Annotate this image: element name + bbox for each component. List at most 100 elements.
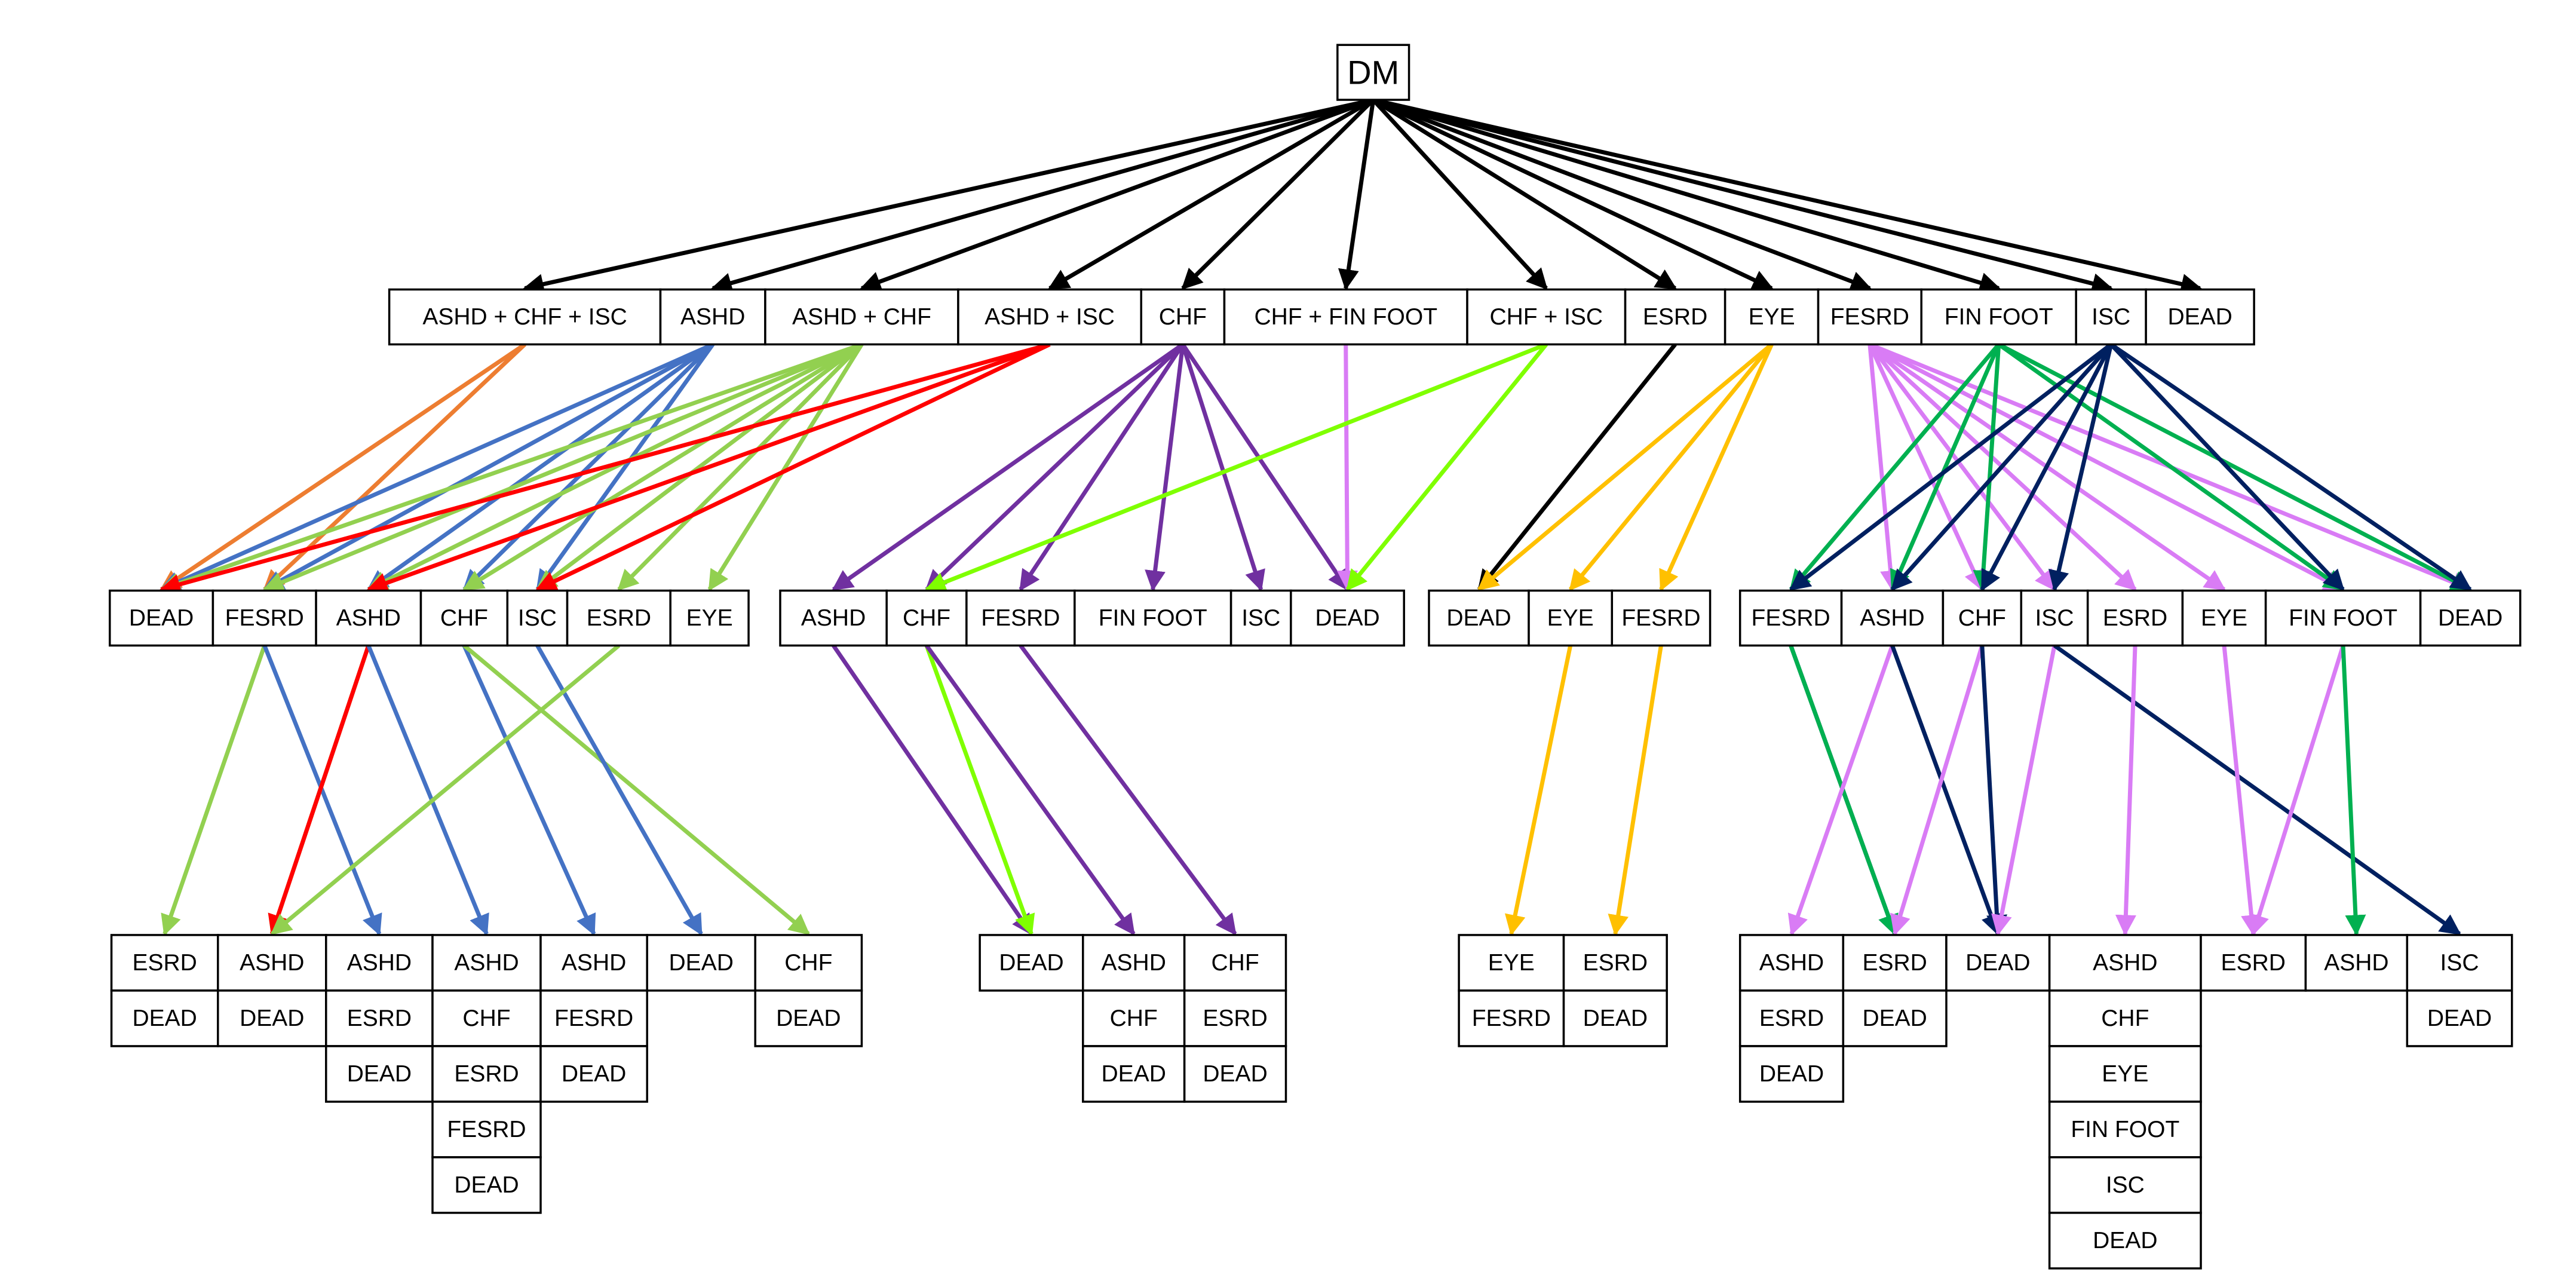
node-label: DEAD — [1446, 605, 1511, 631]
node-l3-col12-esrd: ESRD — [1738, 989, 1845, 1047]
node-l3-col8-chf: CHF — [1082, 989, 1186, 1047]
edge-arrow — [2341, 645, 2366, 936]
node-l2-group1-ashd: ASHD — [315, 589, 422, 647]
node-l3-col15-dead: DEAD — [2048, 1212, 2202, 1270]
edge-arrow — [462, 643, 810, 936]
edge-arrow — [2115, 645, 2138, 936]
edge-arrow — [1890, 343, 2113, 591]
edge-arrow — [860, 97, 1374, 292]
edge-arrow — [1998, 342, 2473, 591]
edge-arrow — [1867, 343, 1985, 591]
node-label: FESRD — [1621, 605, 1700, 631]
node-label: FESRD — [1830, 304, 1909, 330]
node-label: ESRD — [1862, 950, 1927, 976]
node-label: DEAD — [454, 1172, 519, 1198]
edge-arrow — [1372, 97, 1872, 292]
edges-layer — [159, 97, 2473, 936]
node-l3-col4-fesrd: FESRD — [539, 989, 648, 1047]
node-l3-col2-esrd: ESRD — [325, 989, 434, 1047]
edge-arrow — [832, 644, 1034, 936]
edge-arrow — [1890, 344, 2001, 591]
node-label: ISC — [2092, 304, 2130, 330]
node-label: EYE — [2102, 1061, 2148, 1087]
node-label: CHF — [784, 950, 832, 976]
node-label: DEAD — [776, 1006, 841, 1031]
edge-arrow — [1372, 97, 2114, 294]
node-label: DEAD — [347, 1061, 412, 1087]
node-label: ESRD — [2221, 950, 2286, 976]
node-label: ESRD — [1583, 950, 1648, 976]
node-l2-group3-dead: DEAD — [1428, 589, 1530, 647]
node-label: ASHD — [1759, 950, 1824, 976]
node-label: ASHD — [347, 950, 412, 976]
node-l3-col11-esrd: ESRD — [1562, 934, 1668, 992]
node-label: CHF — [440, 605, 488, 631]
edge-arrow — [710, 97, 1374, 293]
edge-arrow — [1372, 97, 2001, 293]
node-l3-col3-fesrd: FESRD — [431, 1101, 542, 1158]
node-label: ISC — [2440, 950, 2479, 976]
edge-arrow — [159, 342, 863, 593]
node-label: DEAD — [1203, 1061, 1267, 1087]
edge-arrow — [924, 645, 1035, 936]
node-l3-col13-esrd: ESRD — [1842, 934, 1948, 992]
node-label: FIN FOOT — [2289, 605, 2397, 631]
edge-arrow — [2109, 342, 2473, 591]
edge-arrow — [1659, 343, 1774, 591]
edge-arrow — [1336, 344, 1358, 592]
edge-arrow — [535, 343, 715, 591]
node-l2-group2-chf: CHF — [885, 589, 968, 647]
node-label: ESRD — [2103, 605, 2167, 631]
node-dm-root: DM — [1336, 44, 1410, 101]
node-label: CHF — [2101, 1006, 2149, 1031]
node-label: FESRD — [225, 605, 304, 631]
node-label: CHF + FIN FOOT — [1254, 304, 1437, 330]
edge-arrow — [1789, 342, 2112, 591]
node-label: FIN FOOT — [1945, 304, 2053, 330]
edge-arrow — [925, 342, 1185, 591]
node-l3-col5-dead: DEAD — [646, 934, 756, 992]
edge-arrow — [1890, 645, 1985, 936]
node-l3-col4-ashd: ASHD — [539, 934, 648, 992]
node-l3-col15-chf: CHF — [2048, 989, 2202, 1047]
node-l1-ashd-plus-isc: ASHD + ISC — [957, 288, 1142, 346]
node-l3-col10-eye: EYE — [1458, 934, 1565, 992]
node-label: ASHD + ISC — [985, 304, 1115, 330]
node-l3-col0-esrd: ESRD — [110, 934, 219, 992]
node-label: DEAD — [1583, 1006, 1648, 1031]
node-l3-col4-dead: DEAD — [539, 1045, 648, 1103]
edge-arrow — [1789, 343, 2001, 591]
node-l3-col6-dead: DEAD — [754, 989, 863, 1047]
node-label: ISC — [518, 605, 557, 631]
edge-arrow — [1372, 98, 1548, 290]
node-l3-col3-dead: DEAD — [431, 1156, 542, 1214]
node-l3-col6-chf: CHF — [754, 934, 863, 992]
node-label: FIN FOOT — [2071, 1117, 2179, 1142]
edge-arrow — [1019, 644, 1237, 936]
node-l1-esrd: ESRD — [1624, 288, 1726, 346]
node-label: DEAD — [1759, 1061, 1824, 1087]
node-l3-col8-dead: DEAD — [1082, 1045, 1186, 1103]
edge-arrow — [270, 643, 621, 936]
node-label: ASHD — [562, 950, 626, 976]
node-label: DEAD — [669, 950, 734, 976]
node-l2-group4-fesrd: FESRD — [1738, 589, 1843, 647]
edge-arrow — [707, 343, 864, 591]
node-l2-group4-fin-foot: FIN FOOT — [2264, 589, 2422, 647]
node-label: DEAD — [562, 1061, 626, 1087]
node-label: ASHD — [240, 950, 304, 976]
edge-arrow — [535, 644, 703, 936]
node-l2-group3-fesrd: FESRD — [1611, 589, 1712, 647]
node-l3-col15-ashd: ASHD — [2048, 934, 2202, 992]
node-l2-group1-esrd: ESRD — [566, 589, 671, 647]
node-label: FESRD — [554, 1006, 633, 1031]
node-label: CHF — [903, 605, 950, 631]
edge-arrow — [1867, 344, 1902, 592]
edge-arrow — [462, 342, 714, 591]
node-label: ESRD — [132, 950, 197, 976]
node-label: CHF — [462, 1006, 510, 1031]
node-label: DEAD — [2167, 304, 2232, 330]
edge-arrow — [262, 342, 863, 592]
node-l2-group4-ashd: ASHD — [1840, 589, 1945, 647]
